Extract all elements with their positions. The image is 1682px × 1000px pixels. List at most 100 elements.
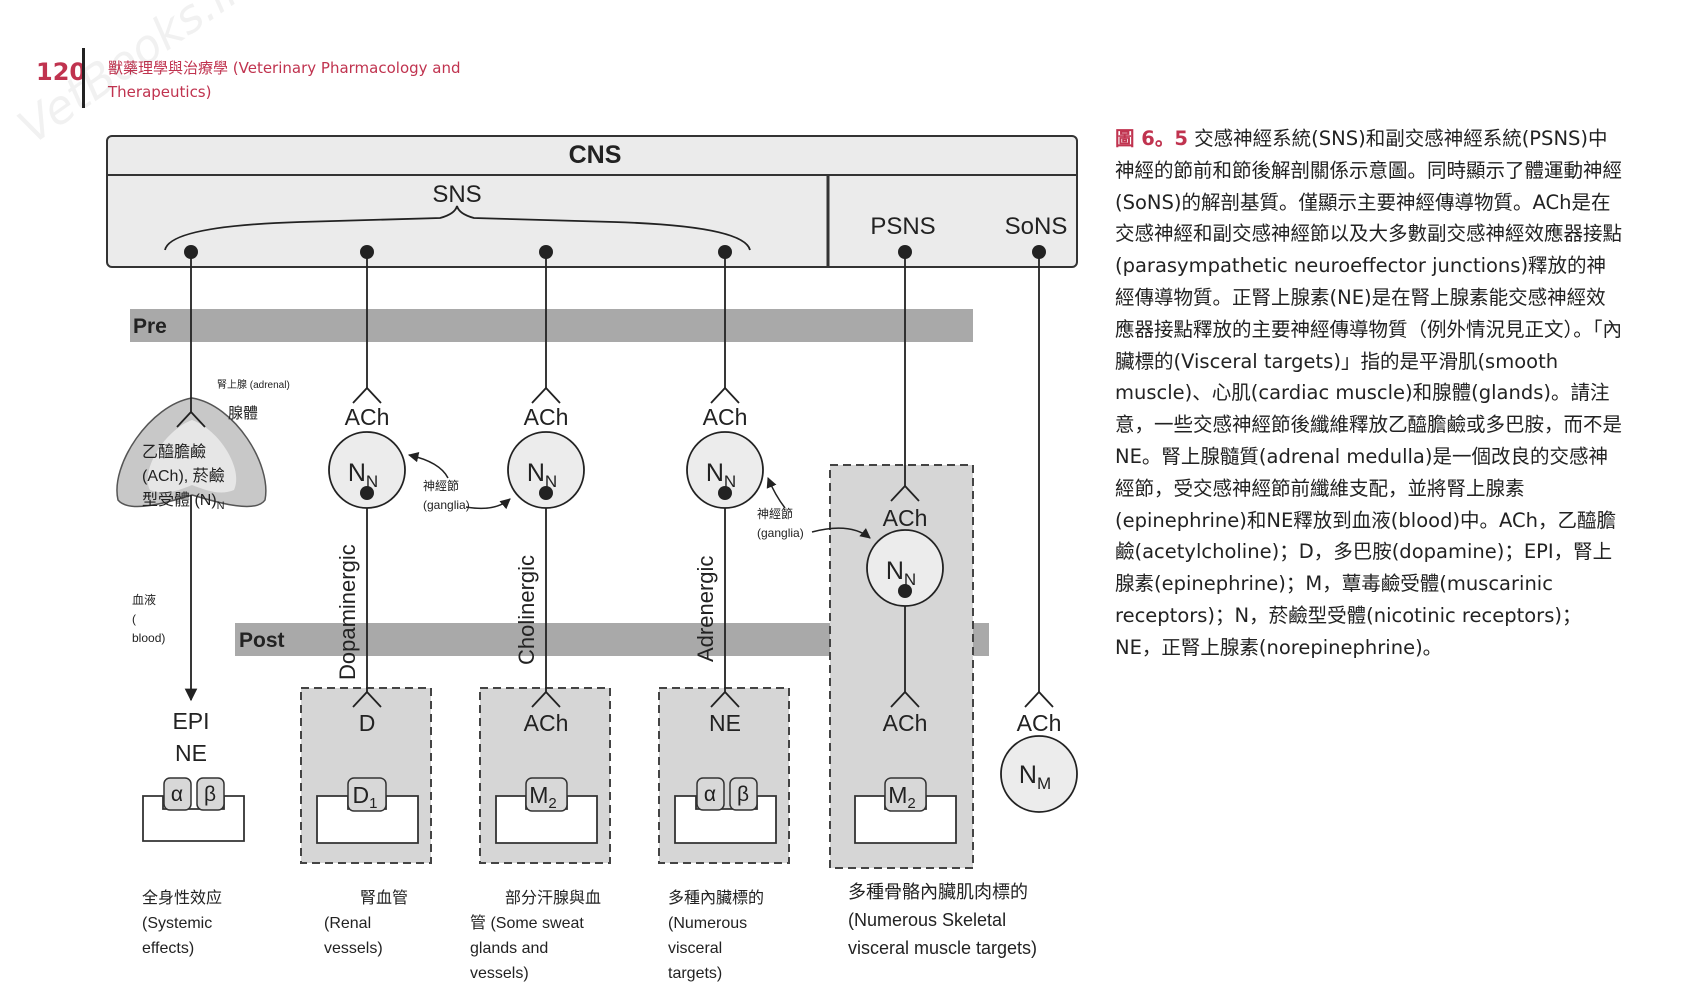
adrenal-ach-text: 乙醯膽鹼 (142, 443, 206, 461)
ganglion-dot (539, 486, 553, 500)
sns-brace (164, 205, 751, 251)
origin-dot (184, 245, 198, 259)
cholinergic-label: Cholinergic (514, 555, 539, 665)
terminal-fork (1024, 690, 1054, 708)
m2-receptor (525, 777, 568, 812)
adrenal-ach-text: (ACh), 菸鹼 (142, 467, 225, 485)
adrenal-ach-text: 型受體 (N)N (142, 491, 225, 512)
ganglion-dot (898, 584, 912, 598)
target-caption-renal: vessels) (324, 940, 383, 957)
ne-label: NE (709, 710, 741, 736)
ganglia-label: 神經節 (423, 478, 459, 493)
target-caption-systemic: (Systemic (142, 915, 212, 932)
ganglia-label: (ganglia) (757, 526, 804, 540)
ganglia-arrow (407, 451, 449, 479)
figure-label: 圖 6。5 (1115, 127, 1188, 150)
blood-label: blood) (132, 631, 165, 645)
ach-label: ACh (1017, 710, 1062, 736)
terminal-fork (710, 690, 740, 708)
m2-label: M2 (529, 782, 557, 812)
d1-label: D1 (353, 782, 378, 812)
ganglia-label: 神經節 (757, 506, 793, 521)
alpha-symbol: α (704, 783, 716, 806)
ach-label: ACh (345, 404, 390, 430)
beta-receptor (729, 777, 758, 811)
epi-label: EPI (172, 708, 209, 734)
ganglion-nn (686, 431, 764, 509)
alpha-receptor (163, 777, 192, 811)
origin-dot (898, 245, 912, 259)
beta-symbol: β (204, 783, 216, 806)
ganglia-arrow (811, 527, 871, 539)
nn-label: NN (706, 459, 736, 491)
target-caption-visceral: (Numerous (668, 915, 747, 932)
d1-receptor (347, 777, 387, 812)
terminal-fork (890, 484, 920, 502)
target-caption-visceral: visceral (668, 940, 722, 957)
ganglion-nn (328, 431, 406, 509)
origin-dot (718, 245, 732, 259)
figure-caption: 圖 6。5 交感神經系統(SNS)和副交感神經系統(PSNS)中神經的節前和節後… (1115, 123, 1623, 664)
target-caption-skeletal: visceral muscle targets) (848, 938, 1037, 958)
adrenal-label: 腎上腺 (adrenal) (217, 378, 290, 391)
terminal-fork (890, 690, 920, 708)
ganglion-dot (718, 486, 732, 500)
pre-bar (130, 309, 973, 342)
terminal-fork (710, 386, 740, 404)
target-caption-visceral: targets) (668, 965, 722, 982)
ganglion-nn (866, 529, 944, 607)
ach-label: ACh (883, 710, 928, 736)
alpha-symbol: α (171, 783, 183, 806)
ganglion-dot (360, 486, 374, 500)
ach-label: ACh (524, 710, 569, 736)
target-caption-renal: (Renal (324, 915, 371, 932)
beta-symbol: β (737, 783, 749, 806)
target-caption-sweat: glands and (470, 940, 548, 957)
ganglia-arrow (766, 477, 786, 509)
target-caption-skeletal: 多種骨骼內臟肌肉標的 (848, 882, 1028, 902)
target-caption-sweat: 管 (Some sweat (470, 914, 584, 932)
ach-label: ACh (524, 404, 569, 430)
sns-label: SNS (432, 181, 481, 208)
nn-label: NN (527, 459, 557, 491)
ach-label: ACh (703, 404, 748, 430)
origin-dot (539, 245, 553, 259)
target-caption-visceral: 多種內臟標的 (668, 889, 764, 907)
pre-label: Pre (133, 315, 167, 338)
nn-label: NN (886, 557, 916, 589)
ganglia-arrow (465, 498, 511, 510)
book-title: 獸藥理學與治療學 (Veterinary Pharmacology and Th… (108, 59, 461, 101)
adrenergic-label: Adrenergic (693, 556, 718, 662)
ne-label: NE (175, 740, 207, 766)
caption-text: 交感神經系統(SNS)和副交感神經系統(PSNS)中神經的節前和節後解剖關係示意… (1115, 127, 1623, 659)
ach-label: ACh (883, 505, 928, 531)
terminal-fork (531, 386, 561, 404)
terminal-fork (352, 690, 382, 708)
header-divider (82, 48, 85, 108)
nm-label: NM (1019, 761, 1051, 793)
nn-label: NN (348, 459, 378, 491)
m2-label: M2 (888, 782, 916, 812)
ganglia-label: (ganglia) (423, 498, 470, 512)
blood-label: ( (132, 612, 136, 626)
ganglion-nn (507, 431, 585, 509)
d-label: D (359, 710, 376, 736)
target-caption-skeletal: (Numerous Skeletal (848, 910, 1006, 930)
cns-box (106, 135, 1078, 268)
post-label: Post (239, 629, 285, 652)
psns-label: PSNS (870, 213, 935, 240)
sons-label: SoNS (1005, 213, 1068, 240)
effector-cell (142, 795, 245, 842)
gland-label: 腺體 (228, 405, 258, 422)
origin-dot (360, 245, 374, 259)
nm-receptor (1000, 735, 1078, 813)
beta-receptor (196, 777, 225, 811)
terminal-fork (176, 410, 206, 428)
dopaminergic-label: Dopaminergic (335, 544, 360, 680)
page-number: 120 (36, 58, 87, 86)
terminal-fork (531, 690, 561, 708)
target-caption-sweat: 部分汗腺與血 (505, 889, 601, 907)
cns-label: CNS (569, 141, 622, 169)
terminal-fork (352, 386, 382, 404)
